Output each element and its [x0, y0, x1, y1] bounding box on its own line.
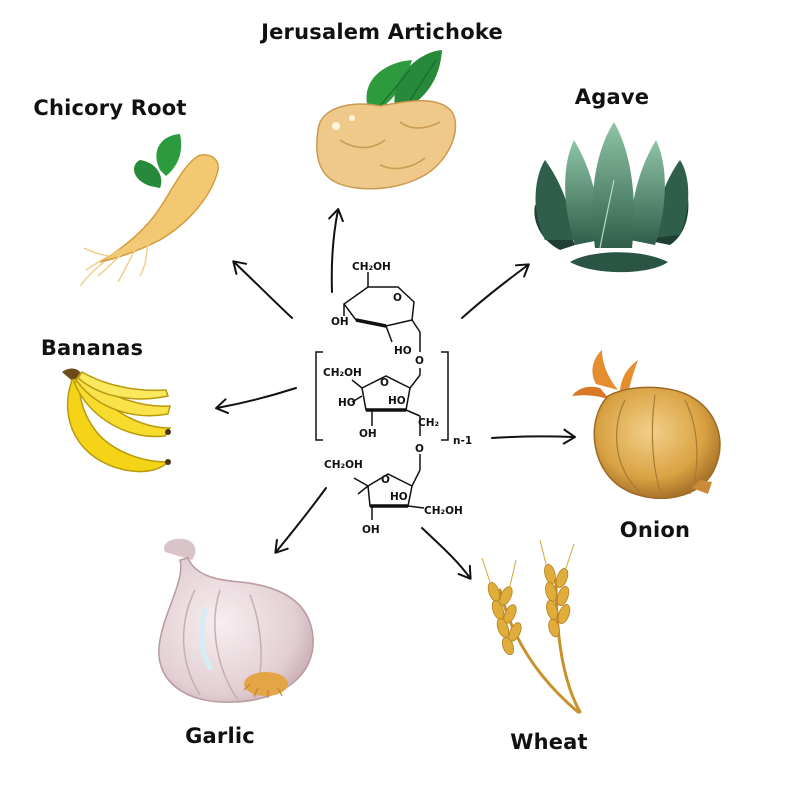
- chem-label-ho-ring2-left: HO: [338, 397, 356, 409]
- fructose-ring: [361, 375, 411, 411]
- chem-label-ch2oh-mid: CH₂OH: [323, 367, 362, 379]
- chem-label-oh-ring1: OH: [331, 316, 349, 328]
- arrows: [215, 208, 576, 580]
- label-chicory-root: Chicory Root: [33, 96, 187, 120]
- chem-label-oh-ring2: OH: [359, 428, 377, 440]
- chem-label-ch2: CH₂: [418, 417, 439, 429]
- label-onion: Onion: [619, 518, 691, 542]
- wheat-icon: [481, 539, 582, 714]
- label-agave: Agave: [574, 85, 650, 109]
- chem-label-o-ring3: O: [381, 474, 390, 486]
- chem-label-ho-ring2-right: HO: [388, 395, 406, 407]
- agave-icon: [534, 122, 689, 273]
- inulin-structure: [315, 272, 449, 520]
- arrow-to-chicory-root: [232, 260, 293, 319]
- onion-icon: [572, 350, 721, 499]
- chem-label-ch2oh-bottom: CH₂OH: [324, 459, 363, 471]
- chem-label-oh-ring3: OH: [362, 524, 380, 536]
- chem-label-ho-ring3: HO: [390, 491, 408, 503]
- inulin-labels: CH₂OH O OH HO O CH₂OH O HO HO OH CH₂ n-1…: [323, 261, 472, 536]
- chem-label-o-link1: O: [415, 355, 424, 367]
- jerusalem-artichoke-icon: [315, 50, 457, 190]
- chicory-root-icon: [79, 134, 219, 287]
- label-garlic: Garlic: [185, 724, 255, 748]
- terminal-fructose-ring: [367, 473, 413, 507]
- arrow-to-garlic: [274, 487, 327, 554]
- bananas-icon: [62, 368, 172, 473]
- arrow-to-bananas: [215, 387, 297, 415]
- chem-label-o-ring1: O: [393, 292, 402, 304]
- arrow-to-jerusalem-artichoke: [328, 208, 344, 293]
- repeat-bracket-left: [315, 351, 323, 441]
- chem-label-o-link2: O: [415, 443, 424, 455]
- chem-label-o-ring2: O: [380, 377, 389, 389]
- label-bananas: Bananas: [40, 336, 144, 360]
- chem-label-n-1: n-1: [453, 435, 472, 447]
- arrow-to-onion: [491, 428, 576, 445]
- chem-label-ch2oh-top: CH₂OH: [352, 261, 391, 273]
- label-jerusalem-artichoke: Jerusalem Artichoke: [261, 20, 503, 44]
- chem-label-ho-ring1: HO: [394, 345, 412, 357]
- label-wheat: Wheat: [510, 730, 588, 754]
- glucose-ring: [342, 286, 415, 327]
- garlic-icon: [158, 538, 314, 703]
- arrow-to-agave: [461, 263, 530, 319]
- chem-label-ch2oh-ring3: CH₂OH: [424, 505, 463, 517]
- arrow-to-wheat: [421, 527, 472, 580]
- repeat-bracket-right: [441, 351, 449, 441]
